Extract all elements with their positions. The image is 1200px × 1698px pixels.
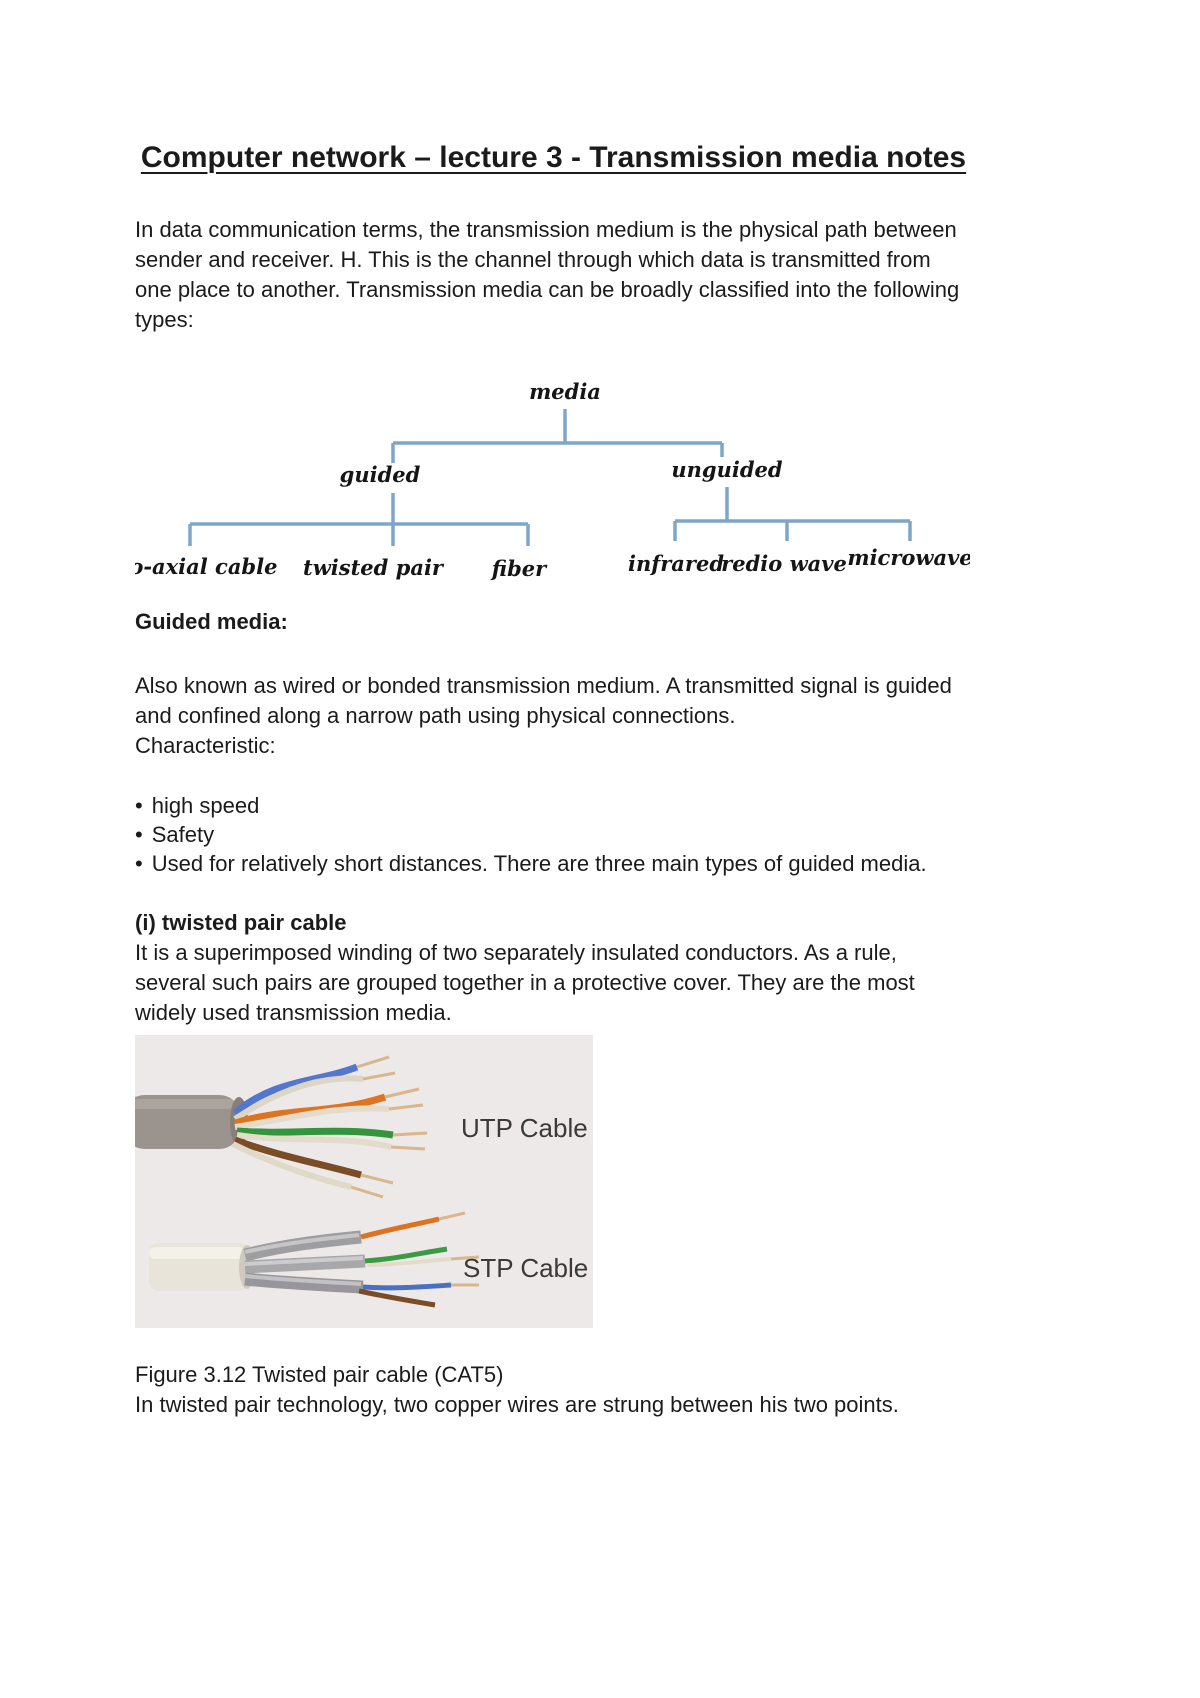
figure-caption: Figure 3.12 Twisted pair cable (CAT5) [135, 1362, 504, 1387]
tree-node-media: media [529, 381, 601, 404]
cable-photo-illustration [123, 1035, 593, 1328]
tree-node-fiber: fiber [490, 556, 548, 581]
tree-node-unguided: unguided [671, 457, 783, 482]
utp-cable-label: UTP Cable [461, 1113, 588, 1143]
list-item: Used for relatively short distances. The… [135, 849, 972, 878]
intro-paragraph: In data communication terms, the transmi… [135, 217, 960, 332]
media-tree-diagram: media guided unguided co-axial cable twi… [135, 381, 970, 593]
stp-cable-illustration [149, 1211, 480, 1308]
list-item: high speed [135, 791, 972, 820]
closing-paragraph: In twisted pair technology, two copper w… [135, 1392, 899, 1417]
list-item-text: Used for relatively short distances. The… [151, 851, 927, 876]
guided-media-heading: Guided media: [135, 609, 288, 634]
stp-cable-label: STP Cable [463, 1253, 589, 1283]
tree-node-redio-wave: redio wave [721, 551, 847, 576]
characteristics-list: high speed Safety Used for relatively sh… [135, 791, 972, 878]
tree-node-infrared: infrared [628, 551, 724, 576]
list-item-text: Safety [151, 822, 215, 847]
twisted-pair-paragraph: It is a superimposed winding of two sepa… [135, 940, 915, 1025]
guided-media-paragraph: Also known as wired or bonded transmissi… [135, 673, 952, 728]
tree-node-coaxial-cable: co-axial cable [135, 554, 277, 579]
twisted-pair-cable-figure: UTP Cable STP Cable [123, 1035, 593, 1328]
tree-node-microwave: microwave [847, 545, 970, 570]
tree-node-twisted-pair: twisted pair [303, 555, 445, 580]
utp-cable-illustration [123, 1055, 428, 1199]
list-item: Safety [135, 820, 972, 849]
media-tree-svg: media guided unguided co-axial cable twi… [135, 381, 970, 581]
list-item-text: high speed [151, 793, 260, 818]
twisted-pair-heading: (i) twisted pair cable [135, 910, 347, 935]
page-title: Computer network – lecture 3 - Transmiss… [140, 141, 967, 174]
tree-node-guided: guided [340, 462, 421, 487]
tree-lines [188, 409, 912, 546]
characteristic-label: Characteristic: [135, 733, 276, 758]
